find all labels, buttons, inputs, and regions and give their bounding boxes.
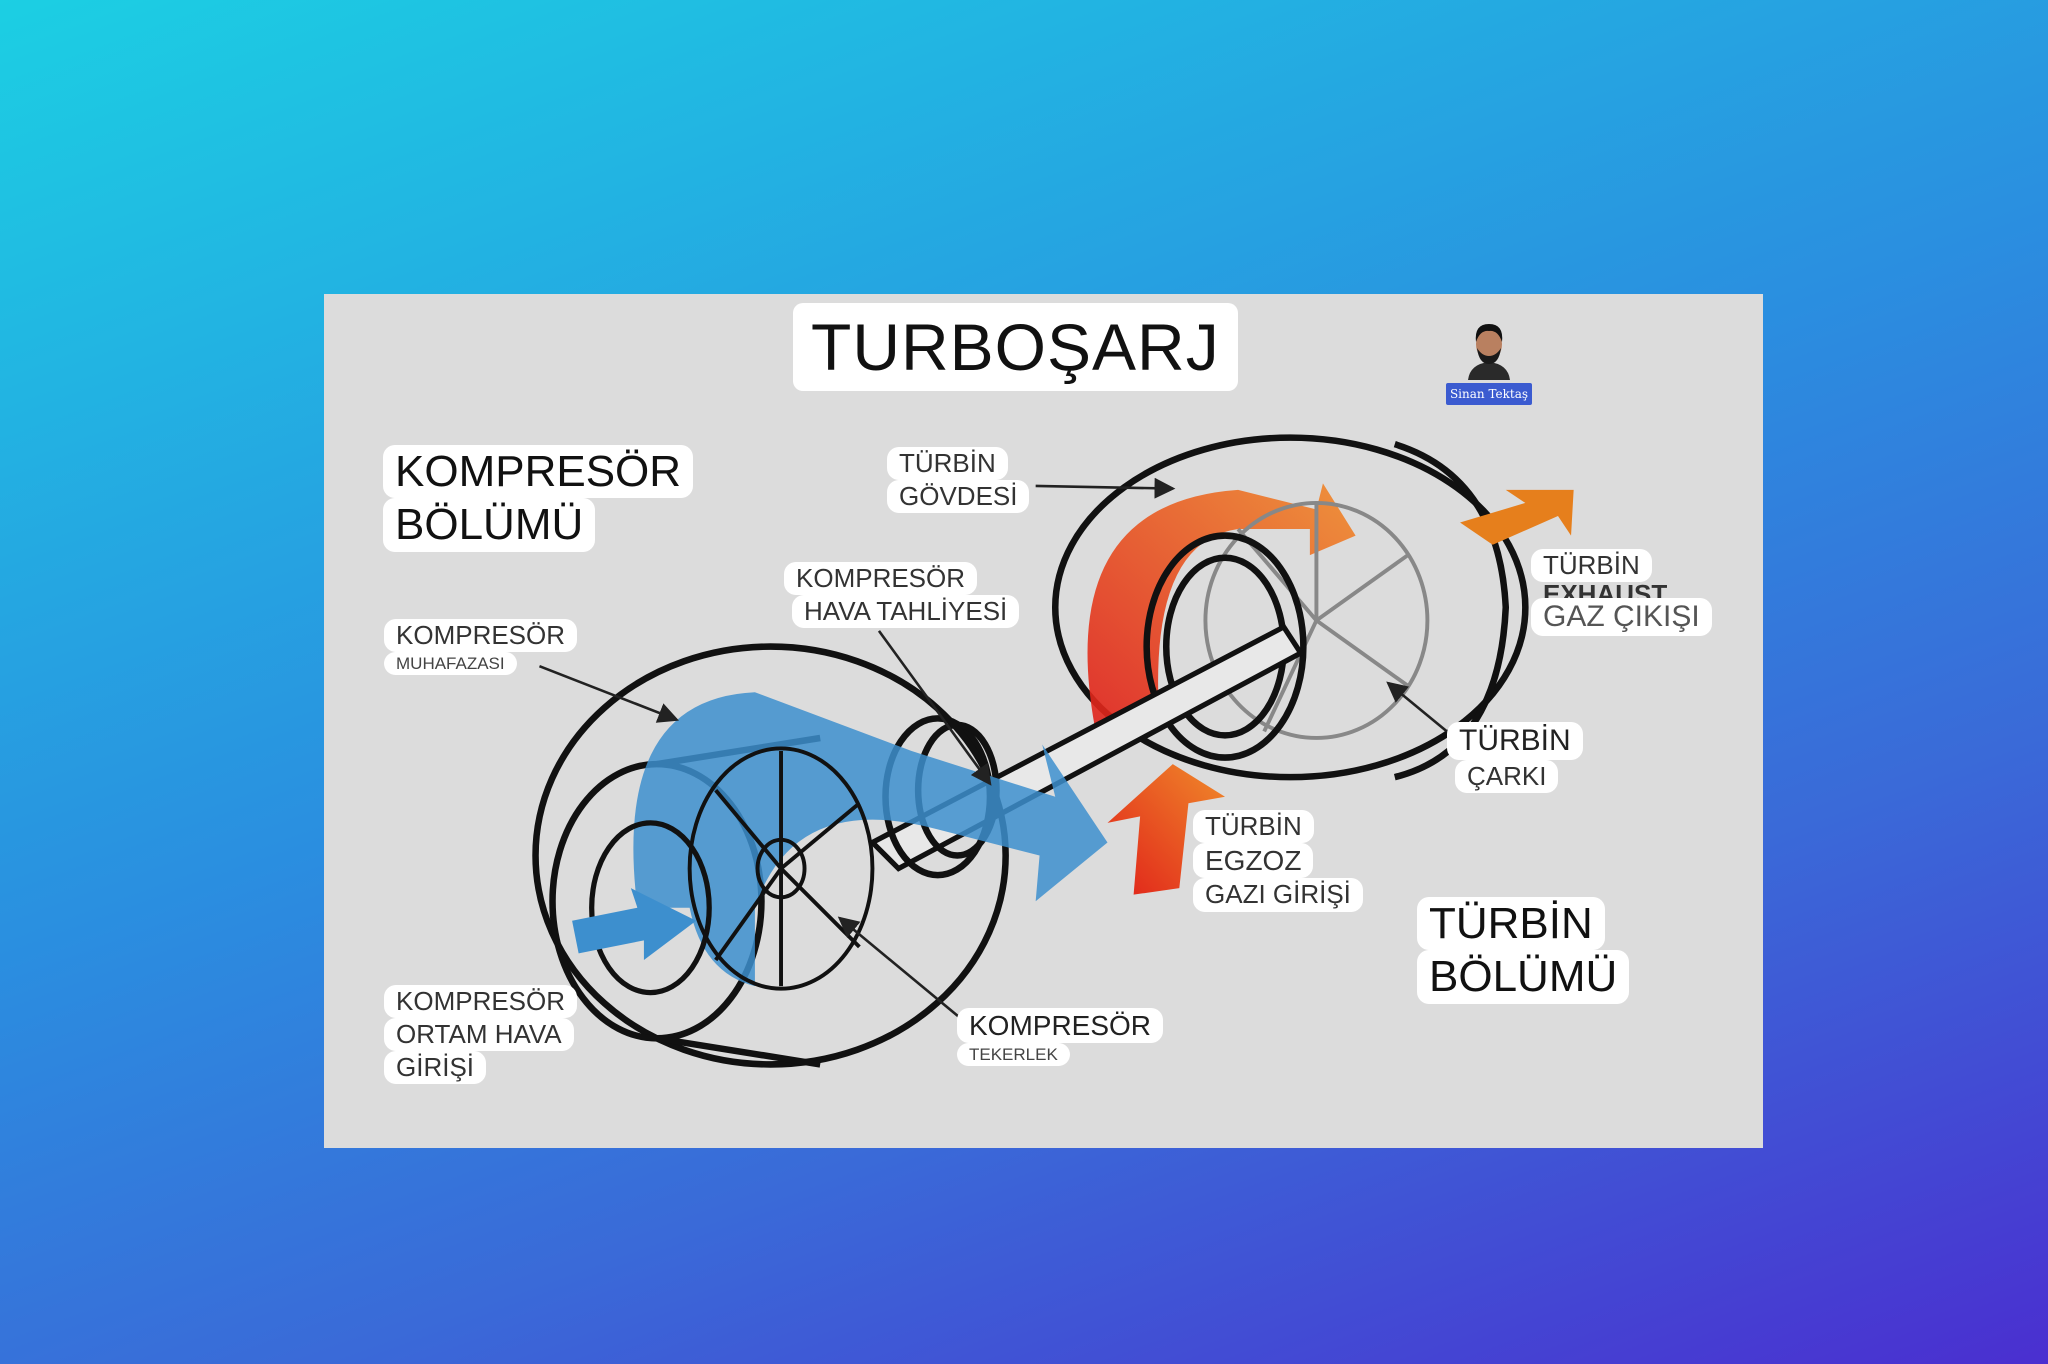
label-line: BÖLÜMÜ — [383, 498, 596, 552]
label-line: EXHAUST — [1543, 582, 1668, 599]
label-compressor-housing: KOMPRESÖR MUHAFAZASI — [384, 619, 578, 676]
label-line: GİRİŞİ — [384, 1051, 487, 1085]
label-line: GAZI GİRİŞİ — [1193, 878, 1363, 912]
turbocharger-drawing — [532, 434, 1574, 1068]
exhaust-inlet-arrow — [1107, 764, 1226, 895]
label-line: TÜRBİN — [1193, 810, 1314, 844]
label-line: KOMPRESÖR — [957, 1008, 1164, 1044]
label-line: KOMPRESÖR — [784, 562, 978, 596]
exhaust-outlet-arrow — [1460, 489, 1574, 545]
label-line: KOMPRESÖR — [383, 445, 694, 499]
label-turbine-section: TÜRBİN BÖLÜMÜ — [1417, 897, 1630, 1004]
page-title: TURBOŞARJ — [793, 303, 1238, 391]
label-line: BÖLÜMÜ — [1417, 950, 1630, 1004]
turbocharger-diagram: TURBOŞARJ Sinan Tektaş KOMPRESÖR BÖLÜMÜ … — [324, 294, 1763, 1148]
label-line: KOMPRESÖR — [384, 985, 578, 1019]
label-line: ÇARKI — [1455, 759, 1559, 793]
label-compressor-wheel: KOMPRESÖR TEKERLEK — [957, 1008, 1164, 1067]
compressor-wheel — [687, 746, 875, 991]
label-line: TÜRBİN — [1447, 722, 1583, 760]
label-line: GAZ ÇIKIŞI — [1531, 598, 1712, 636]
leader-lines — [538, 477, 1448, 1033]
label-line: EGZOZ — [1193, 843, 1314, 879]
label-turbine-inlet: TÜRBİN EGZOZ GAZI GİRİŞİ — [1193, 810, 1363, 912]
avatar-icon — [1468, 324, 1510, 380]
author-watermark: Sinan Tektaş — [1446, 320, 1532, 408]
label-line: TÜRBİN — [887, 447, 1008, 481]
label-line: TEKERLEK — [957, 1043, 1070, 1067]
air-inlet-arrow — [572, 888, 697, 960]
label-line: MUHAFAZASI — [384, 652, 517, 676]
label-turbine-exhaust: TÜRBİN EXHAUST GAZ ÇIKIŞI — [1531, 549, 1712, 636]
label-compressor-inlet: KOMPRESÖR ORTAM HAVA GİRİŞİ — [384, 985, 578, 1085]
label-line: KOMPRESÖR — [384, 619, 578, 653]
label-compressor-section: KOMPRESÖR BÖLÜMÜ — [383, 445, 694, 552]
label-line: TÜRBİN — [1531, 549, 1652, 583]
label-turbine-wheel: TÜRBİN ÇARKI — [1447, 722, 1583, 793]
label-turbine-housing: TÜRBİN GÖVDESİ — [887, 447, 1030, 514]
label-line: ORTAM HAVA — [384, 1018, 574, 1052]
label-line: TÜRBİN — [1417, 897, 1605, 951]
label-line: GÖVDESİ — [887, 480, 1030, 514]
label-line: HAVA TAHLİYESİ — [792, 595, 1020, 629]
label-compressor-discharge: KOMPRESÖR HAVA TAHLİYESİ — [784, 562, 1020, 629]
turbine-exhaust-flow — [1087, 483, 1356, 725]
author-name: Sinan Tektaş — [1446, 383, 1532, 405]
